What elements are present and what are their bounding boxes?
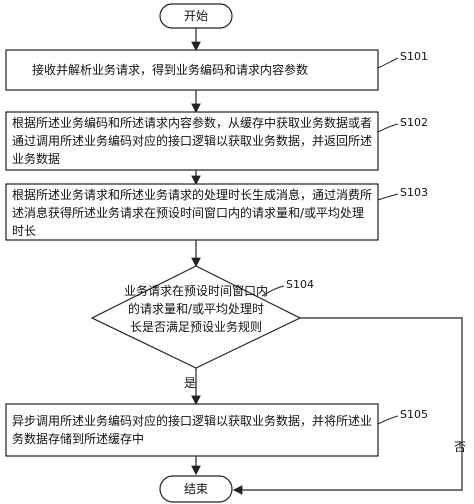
s101-leader-line	[377, 57, 399, 69]
step-s101-text: 接收并解析业务请求，得到业务编码和请求内容参数	[32, 63, 309, 77]
s104-leader-line	[261, 285, 285, 297]
step-id-s104: S104	[286, 278, 314, 291]
step-s101-box	[5, 49, 379, 91]
step-id-s102: S102	[400, 116, 428, 129]
step-s103-box	[5, 183, 379, 241]
s103-leader-line	[377, 193, 399, 201]
step-id-s103: S103	[400, 186, 428, 199]
s102-leader-line	[377, 123, 399, 133]
end-terminal	[159, 475, 233, 503]
arrow-no-branch	[232, 317, 463, 495]
step-s105-text: 异步调用所述业务编码对应的接口逻辑以获取业务数据，并将所述业务数据存储到所述缓存…	[12, 414, 373, 446]
decision-s104-text: 业务请求在预设时间窗口内的请求量和/或平均处理时长是否满足预设业务规则	[124, 284, 269, 334]
end-label: 结束	[183, 482, 208, 496]
step-id-s101: S101	[400, 50, 428, 63]
no-branch-label: 否	[454, 440, 467, 454]
start-label: 开始	[183, 9, 208, 23]
step-s103-text: 根据所述业务请求和所述业务请求的处理时长生成消息，通过消费所述消息获得所述业务请…	[12, 188, 373, 238]
step-s102-box	[5, 111, 379, 171]
step-s105-box	[5, 403, 379, 457]
step-s102-text: 根据所述业务编码和所述请求内容参数，从缓存中获取业务数据或者通过调用所述业务编码…	[12, 116, 373, 166]
s105-leader-line	[377, 415, 399, 425]
decision-s104-diamond	[90, 265, 302, 369]
step-id-s105: S105	[400, 408, 428, 421]
yes-branch-label: 是	[184, 376, 197, 390]
